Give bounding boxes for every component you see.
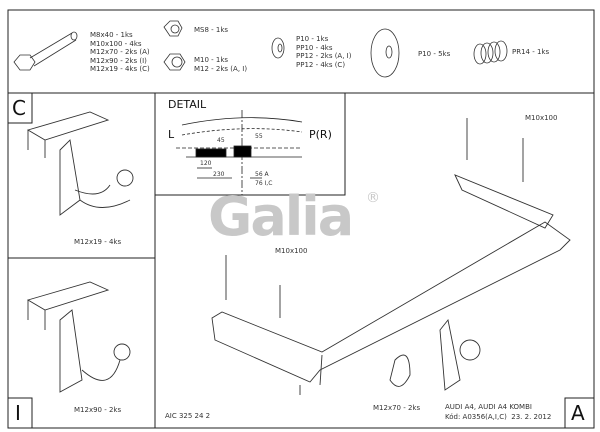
hitch-i-drawing [26, 281, 131, 393]
part-label: M12x19 - 4ks (C) [90, 65, 150, 73]
drawing-code: AIC 325 24 2 [165, 412, 211, 420]
outer-border [7, 9, 595, 429]
nut-icon [163, 20, 183, 37]
dimension: 45 [217, 137, 225, 144]
panel-i-box [7, 397, 33, 429]
bolt-callout: M12x90 - 2ks [74, 406, 122, 414]
dimension: 76 I,C [255, 180, 273, 187]
bolt-icon [13, 31, 78, 71]
part-label: MS8 - 1ks [194, 26, 229, 34]
part-label: P10 - 5ks [418, 50, 451, 58]
part-label: M12x70 - 2ks (A) [90, 48, 150, 56]
bolt-callout: M10x100 [275, 247, 308, 255]
part-label: M10x100 - 4ks [90, 39, 142, 48]
dimension: 120 [200, 160, 212, 167]
part-label: PP12 - 4ks (C) [296, 60, 346, 69]
bolt-callout: M12x70 - 2ks [373, 404, 421, 412]
detail-left-label: L [168, 128, 175, 141]
panel-label-i: I [15, 401, 21, 425]
product-code-date: Kód: A0356(A,I,C) 23. 2. 2012 [445, 413, 552, 421]
panel-c-box [7, 92, 33, 124]
part-label: M12x90 - 2ks (I) [90, 56, 147, 65]
nut-icon [163, 53, 186, 71]
dimension: 55 [255, 133, 263, 140]
large-washer-icon [370, 28, 400, 78]
hitch-c-drawing [26, 111, 134, 216]
detail-box [154, 92, 346, 196]
part-label: M12 - 2ks (A, I) [194, 64, 248, 73]
dimension: 56 A [255, 171, 269, 178]
detail-title: DETAIL [168, 98, 207, 111]
dimension: 230 [213, 171, 225, 178]
washer-icon [271, 37, 285, 59]
part-label: M8x40 - 1ks [90, 31, 133, 39]
part-label: PP12 - 2ks (A, I) [296, 52, 352, 60]
galia-logo: Galia [208, 185, 354, 248]
bolt-callout: M12x19 - 4ks [74, 238, 122, 246]
panel-label-c: C [12, 96, 26, 120]
registered-mark: ® [366, 190, 380, 206]
part-label: PR14 - 1ks [512, 48, 550, 56]
part-label: P10 - 1ks [296, 35, 329, 43]
detail-drawing [176, 110, 303, 195]
part-label: M10 - 1ks [194, 56, 229, 64]
hitch-a-drawing [211, 118, 571, 395]
spring-icon [473, 40, 508, 65]
panel-label-a: A [571, 401, 585, 425]
vehicle-name: AUDI A4, AUDI A4 KOMBI [445, 403, 532, 411]
bolt-callout: M10x100 [525, 114, 558, 122]
part-label: PP10 - 4ks [296, 43, 333, 52]
detail-right-label: P(R) [309, 128, 332, 141]
panel-a-box [564, 397, 595, 429]
